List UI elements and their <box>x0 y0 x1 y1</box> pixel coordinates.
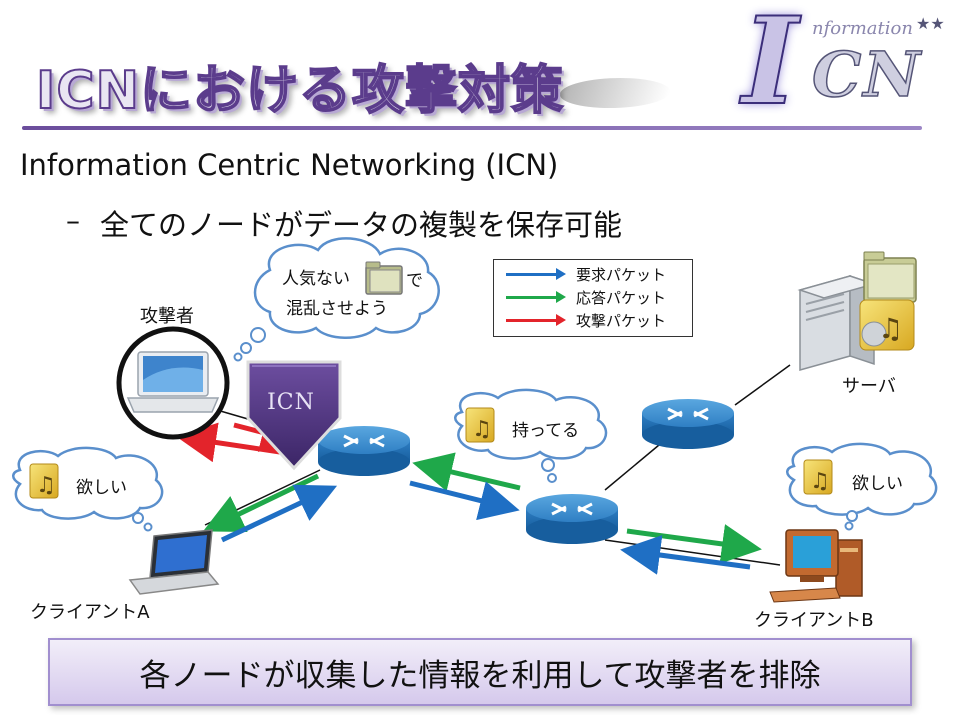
icn-shield-icon <box>246 360 342 471</box>
title-underline <box>22 126 922 130</box>
router-thought-bubble: ♫ <box>454 388 608 483</box>
logo-cn-text: CN <box>811 38 923 111</box>
client-a-bubble-text: 欲しい <box>76 478 127 498</box>
request-arrow-from-client-a <box>220 484 338 543</box>
slide-title: ICNにおける攻撃対策 <box>35 60 565 122</box>
legend-item-response: 応答パケット <box>494 286 692 308</box>
music-file-icon <box>465 407 495 443</box>
response-arrow-to-client-a <box>202 473 320 533</box>
svg-text:♫: ♫ <box>472 417 492 442</box>
svg-text:♫: ♫ <box>878 312 903 345</box>
bullet-main: Information Centric Networking (ICN) <box>20 148 559 182</box>
logo-stars-icon: ★★ <box>916 14 945 33</box>
legend-item-request: 要求パケット <box>494 263 692 285</box>
svg-text:♫: ♫ <box>810 469 830 494</box>
client-b-thought-bubble: ♫ <box>786 442 938 531</box>
bullet-dash: – <box>66 204 80 237</box>
response-arrow-to-client-b <box>626 524 762 564</box>
logo-small-text: nformation <box>812 18 913 39</box>
bullet-sub: 全てのノードがデータの複製を保存可能 <box>100 208 623 242</box>
icn-shield-label: ICN <box>267 390 315 415</box>
conclusion-text: 各ノードが収集した情報を利用して攻撃者を排除 <box>139 657 821 694</box>
client-b-label: クライアントB <box>754 610 874 631</box>
attacker-bubble-line1: 人気ない <box>282 269 350 289</box>
conclusion-box: 各ノードが収集した情報を利用して攻撃者を排除 <box>48 638 912 706</box>
music-file-icon <box>29 463 59 499</box>
client-a-laptop-icon <box>128 529 220 595</box>
client-b-desktop-icon <box>769 529 863 603</box>
attacker-label: 攻撃者 <box>140 306 194 327</box>
router-middle <box>526 494 618 544</box>
request-arrow-to-middle-router <box>409 480 520 521</box>
attacker-laptop-icon <box>116 326 230 440</box>
client-a-label: クライアントA <box>30 602 150 623</box>
logo-letter-i: I <box>741 0 799 132</box>
music-file-icon <box>803 459 833 495</box>
legend-item-attack: 攻撃パケット <box>494 309 692 331</box>
request-arrow-from-client-b <box>620 535 751 575</box>
attack-arrow-blocked <box>176 422 281 463</box>
client-b-bubble-text: 欲しい <box>852 474 903 494</box>
svg-text:♫: ♫ <box>36 473 56 498</box>
response-arrow-to-icn-router <box>412 452 521 492</box>
server-icon: ♫ <box>797 251 917 371</box>
router-bubble-text: 持ってる <box>512 421 580 441</box>
attacker-thought-bubble <box>233 237 440 362</box>
router-icn <box>318 426 410 476</box>
legend: 要求パケット 応答パケット 攻撃パケット <box>493 259 693 337</box>
attacker-bubble-line1-end: で <box>406 271 423 291</box>
attacker-bubble-line2: 混乱させよう <box>286 299 388 319</box>
router-upper <box>642 399 734 449</box>
client-a-thought-bubble: ♫ <box>12 446 164 532</box>
server-label: サーバ <box>842 376 896 397</box>
